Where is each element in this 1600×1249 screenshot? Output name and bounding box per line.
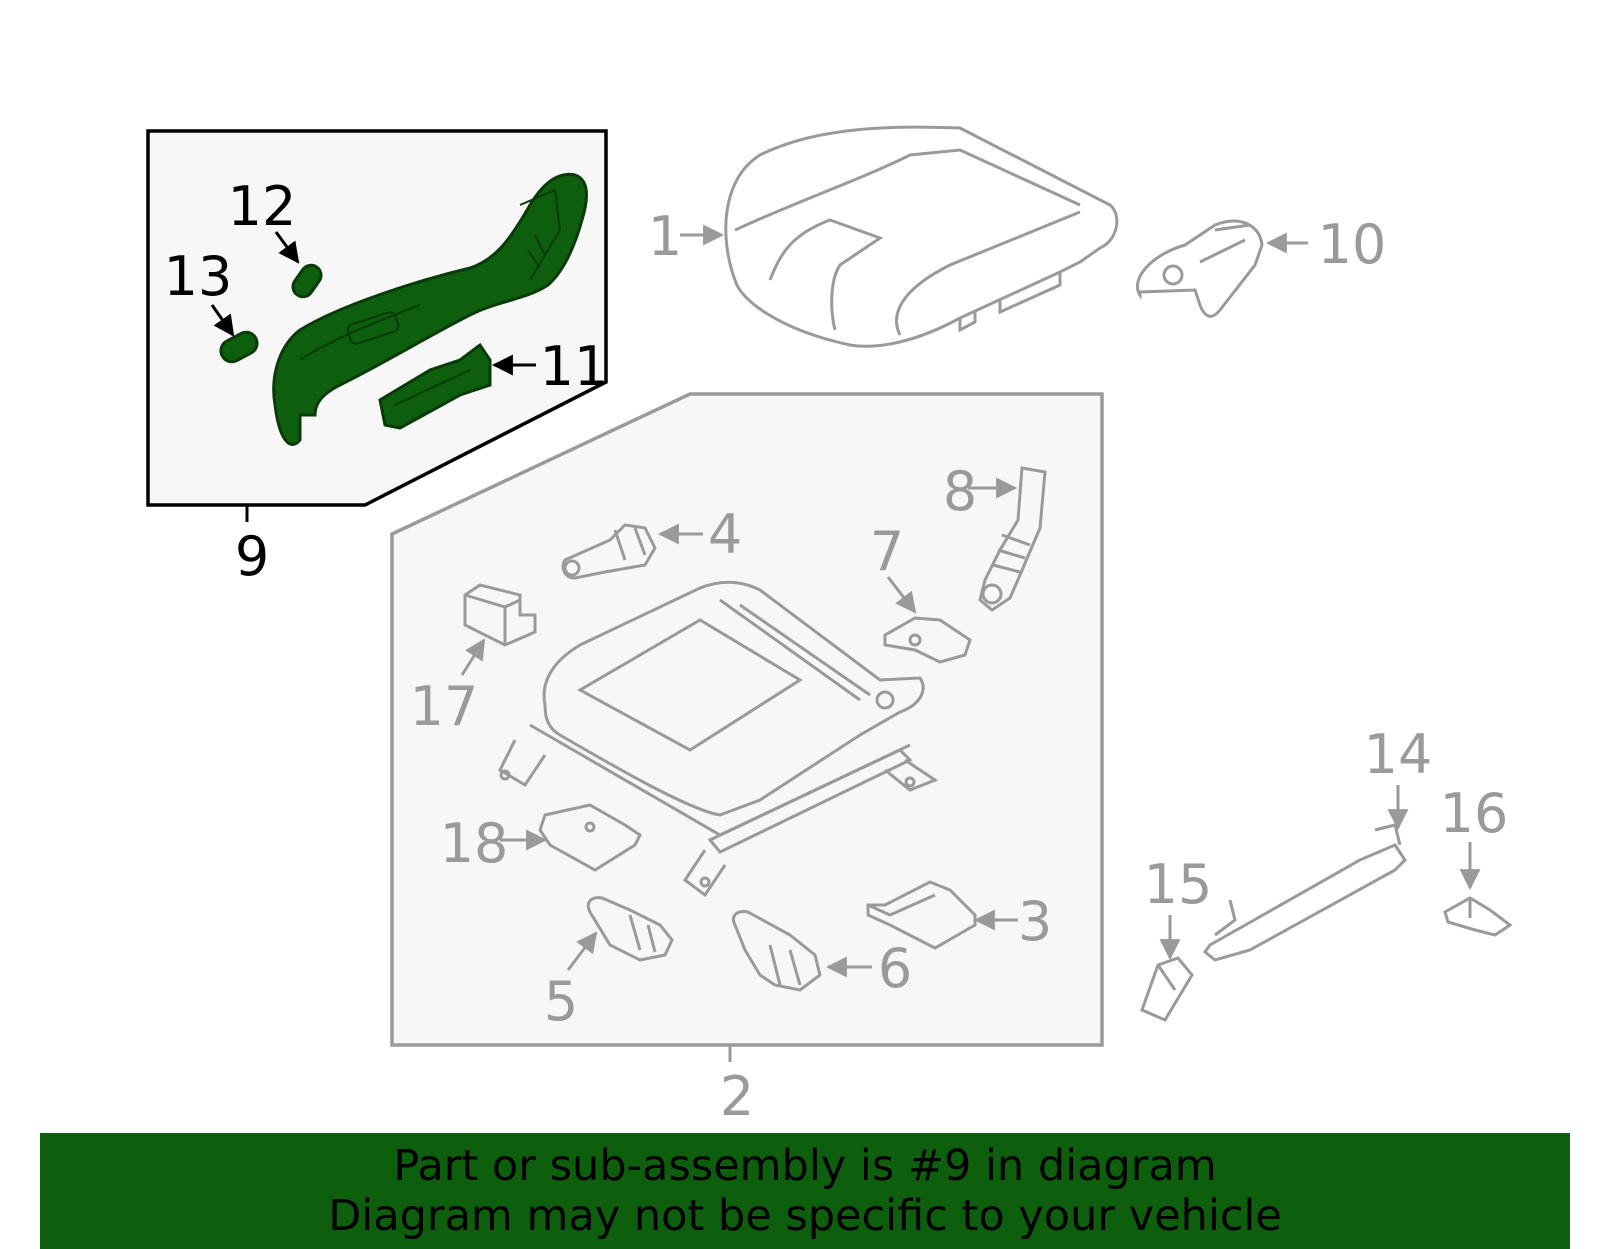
component-7 — [883, 616, 972, 664]
callout-14: 14 — [1364, 723, 1433, 786]
clip-15 — [1140, 956, 1194, 1022]
callout-16: 16 — [1440, 782, 1509, 845]
callout-13: 13 — [164, 245, 233, 308]
callout-10: 10 — [1318, 213, 1387, 276]
connector-17 — [463, 583, 537, 647]
callout-15: 15 — [1144, 853, 1213, 916]
motor-5 — [586, 896, 674, 962]
callout-2: 2 — [720, 1065, 754, 1128]
leader-12 — [274, 231, 300, 264]
rail-14 — [1202, 823, 1407, 962]
callout-9: 9 — [235, 525, 269, 588]
callout-1: 1 — [648, 205, 682, 268]
banner-line-1: Part or sub-assembly is #9 in diagram — [393, 1141, 1217, 1191]
seat-frame-track — [498, 580, 939, 898]
leader-13 — [210, 304, 235, 337]
callout-4: 4 — [708, 503, 742, 566]
clip-16 — [1443, 896, 1513, 937]
callout-11: 11 — [540, 335, 609, 398]
banner-line-2: Diagram may not be specific to your vehi… — [328, 1191, 1282, 1241]
motor-6 — [732, 910, 822, 992]
seat-cushion — [724, 125, 1119, 348]
callout-12: 12 — [228, 175, 297, 238]
callout-3: 3 — [1018, 890, 1052, 953]
seat-bracket — [1135, 219, 1264, 318]
leader-5 — [566, 931, 598, 971]
info-banner: Part or sub-assembly is #9 in diagram Di… — [40, 1133, 1570, 1249]
callout-8: 8 — [943, 460, 977, 523]
callout-18: 18 — [440, 812, 509, 875]
seat-knob-12 — [291, 263, 323, 299]
part-2-assembly-box — [390, 392, 1104, 1062]
seat-switch-module — [378, 342, 492, 430]
callout-7: 7 — [870, 520, 904, 583]
callout-17: 17 — [410, 675, 479, 738]
control-module-3 — [866, 880, 977, 950]
callout-6: 6 — [878, 937, 912, 1000]
seat-knob-13 — [219, 330, 259, 364]
leader-7 — [886, 576, 917, 614]
callout-5: 5 — [544, 970, 578, 1033]
leader-17 — [460, 638, 486, 676]
shaft-8 — [978, 466, 1047, 612]
seat-side-trim-panel — [272, 172, 588, 446]
motor-4 — [561, 523, 657, 580]
